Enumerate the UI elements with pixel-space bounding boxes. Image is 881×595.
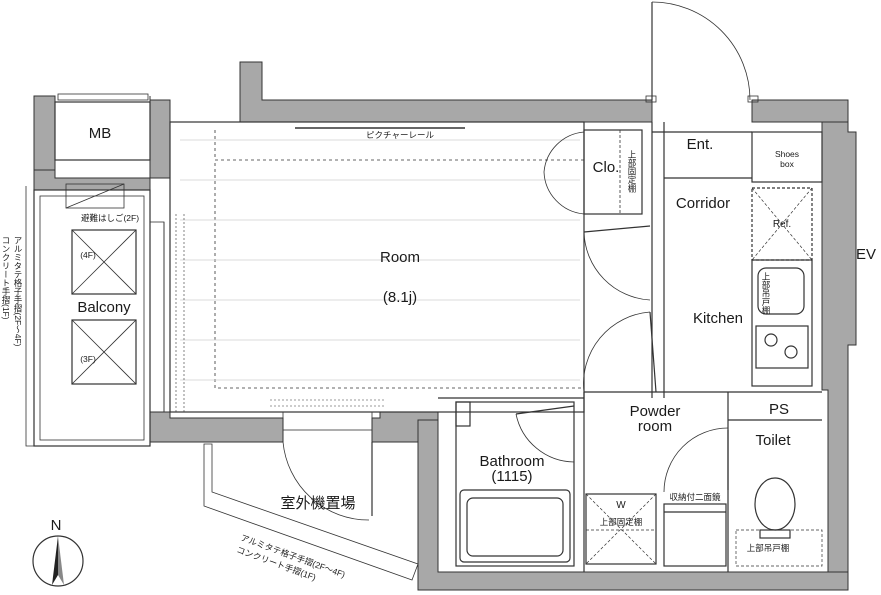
- refrigerator-label: Ref.: [773, 219, 791, 230]
- balcony-ladder-label: 避難はしご(2F): [81, 213, 139, 223]
- shoes-box-label-2: box: [780, 159, 794, 169]
- powder-room-label-1: Powder: [630, 403, 681, 420]
- washer-label: W: [616, 500, 626, 511]
- bathroom-size-label: (1115): [491, 468, 532, 485]
- corridor-label: Corridor: [676, 195, 730, 212]
- north-label: N: [51, 517, 62, 534]
- kitchen-cabinet-label: 上部吊戸棚: [761, 272, 771, 315]
- toilet-label: Toilet: [755, 432, 791, 449]
- north-compass: N: [32, 517, 84, 587]
- powder-room-label-2: room: [638, 418, 672, 435]
- ev-label: EV: [856, 246, 876, 263]
- outdoor-unit-label: 室外機置場: [280, 495, 355, 512]
- closet-shelf-label: 上部固定棚: [627, 150, 637, 193]
- mb-label: MB: [89, 125, 112, 142]
- entrance-label: Ent.: [687, 136, 714, 153]
- balcony-rail-note-1: アルミタテ格子手摺(2F〜4F): [13, 236, 23, 347]
- washer-shelf-label: 上部固定棚: [600, 517, 643, 527]
- shoes-box-label-1: Shoes: [775, 149, 799, 159]
- bathroom-label: Bathroom: [479, 453, 544, 470]
- balcony-rail-note-2: コンクリート手摺(1F): [1, 236, 11, 320]
- interior-lines: [25, 1, 823, 581]
- closet-label: Clo.: [593, 159, 620, 176]
- ps-label: PS: [769, 401, 789, 418]
- room-label: Room: [380, 249, 420, 266]
- kitchen-label: Kitchen: [693, 310, 743, 327]
- balcony-4f-label: (4F): [80, 250, 96, 260]
- toilet-cabinet-label: 上部吊戸棚: [747, 543, 790, 553]
- balcony-3f-label: (3F): [80, 354, 96, 364]
- picture-rail-label: ピクチャーレール: [366, 130, 434, 140]
- room-size-label: (8.1j): [383, 289, 417, 306]
- balcony-label: Balcony: [77, 299, 131, 316]
- storage-mirror-label: 収納付二面鏡: [669, 492, 721, 502]
